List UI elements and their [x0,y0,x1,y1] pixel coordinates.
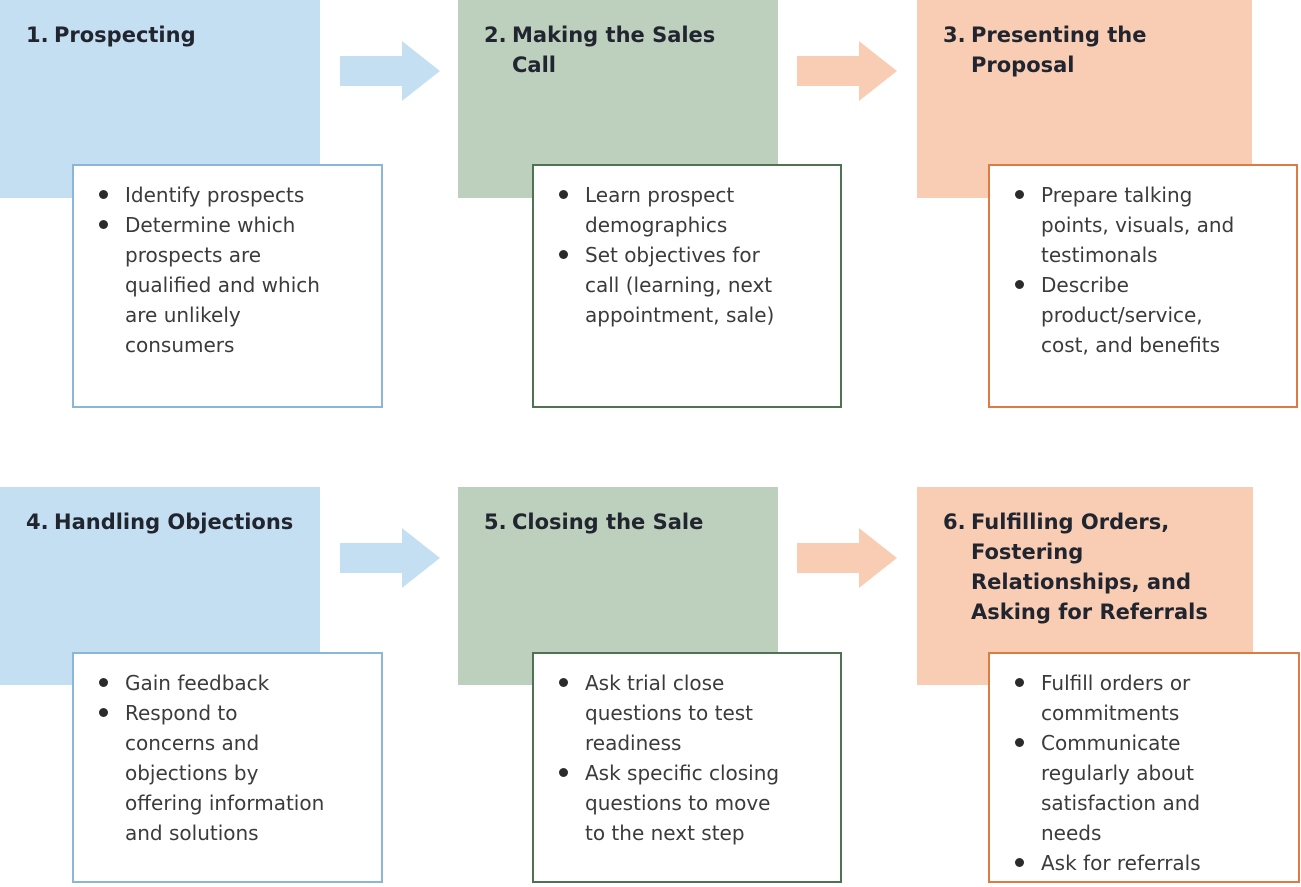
bullet-item: Set objectives for call (learning, next … [559,240,790,330]
bullet-item: Ask for referrals [1015,848,1246,878]
arrow-step4-to-step5-icon [340,528,440,588]
arrow-step1-to-step2-icon [340,41,440,101]
bullet-item: Fulfill orders or commitments [1015,668,1246,728]
step-2-title-text: Making the Sales Call [512,23,716,77]
step-2-number: 2. [484,23,507,47]
bullet-item: Learn prospect demographics [559,180,790,240]
bullet-item: Ask trial close questions to test readin… [559,668,790,758]
step-2-header-box: 2. Making the Sales Call [458,0,778,198]
bullet-item: Identify prospects [99,180,330,210]
step-3-bullet-list: Prepare talking points, visuals, and tes… [990,166,1296,360]
arrow-step5-to-step6-icon [797,528,897,588]
step-5-title: 5. Closing the Sale [458,487,778,537]
step-5-number: 5. [484,510,507,534]
step-3-title: 3. Presenting the Proposal [917,0,1252,80]
step-4-title: 4. Handling Objections [0,487,320,537]
step-4-title-text: Handling Objections [54,510,294,534]
step-6-number: 6. [943,510,966,534]
step-1-number: 1. [26,23,49,47]
bullet-item: Determine which prospects are qualified … [99,210,330,360]
step-6-title: 6. Fulfilling Orders, Fostering Relation… [917,487,1253,627]
step-3-number: 3. [943,23,966,47]
step-5-bullet-list: Ask trial close questions to test readin… [534,654,840,848]
step-5-title-text: Closing the Sale [512,510,704,534]
step-3-title-text: Presenting the Proposal [971,23,1147,77]
bullet-item: Describe product/service, cost, and bene… [1015,270,1246,360]
step-6-header-box: 6. Fulfilling Orders, Fostering Relation… [917,487,1253,685]
step-6-title-text: Fulfilling Orders, Fostering Relationshi… [971,510,1208,624]
step-3-detail-box: Prepare talking points, visuals, and tes… [988,164,1298,408]
arrow-step2-to-step3-icon [797,41,897,101]
step-2-title: 2. Making the Sales Call [458,0,778,80]
step-1-title: 1. Prospecting [0,0,320,50]
step-1-title-text: Prospecting [54,23,196,47]
bullet-item: Communicate regularly about satisfaction… [1015,728,1246,848]
bullet-item: Respond to concerns and objections by of… [99,698,330,848]
step-4-number: 4. [26,510,49,534]
bullet-item: Ask specific closing questions to move t… [559,758,790,848]
step-5-detail-box: Ask trial close questions to test readin… [532,652,842,883]
bullet-item: Prepare talking points, visuals, and tes… [1015,180,1246,270]
bullet-item: Gain feedback [99,668,330,698]
